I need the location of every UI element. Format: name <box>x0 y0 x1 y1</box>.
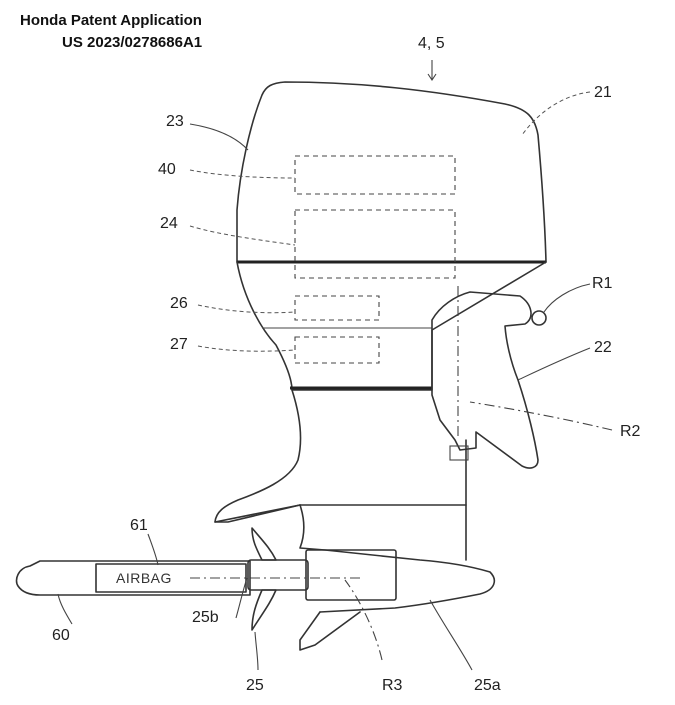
propeller-lower-blade <box>251 589 277 631</box>
leader-25b <box>235 577 248 619</box>
leader-25 <box>254 631 259 671</box>
mid-housing <box>214 389 467 523</box>
leader-21 <box>521 91 591 136</box>
ref-27: 27 <box>170 336 188 353</box>
ref-60: 60 <box>52 627 70 644</box>
propeller-upper-blade <box>251 527 277 561</box>
ref-25a: 25a <box>474 677 501 694</box>
component-24-box <box>294 209 456 279</box>
ref-26: 26 <box>170 295 188 312</box>
anti-ventilation-plate <box>214 504 301 523</box>
component-26-box <box>294 295 380 321</box>
ref-25b: 25b <box>192 609 219 626</box>
lower-cowling <box>236 261 547 391</box>
propeller-hub <box>247 559 309 591</box>
ref-25: 25 <box>246 677 264 694</box>
leader-23 <box>189 123 249 151</box>
ref-40: 40 <box>158 161 176 178</box>
patent-title: Honda Patent Application <box>20 12 202 29</box>
leader-26 <box>197 304 296 314</box>
component-27-box <box>294 336 380 364</box>
leader-27 <box>197 345 296 352</box>
ref-R1: R1 <box>592 275 613 292</box>
leader-R1 <box>543 283 591 313</box>
leader-25a <box>429 599 473 671</box>
propeller-shaft-housing <box>305 549 397 601</box>
ref-61: 61 <box>130 517 148 534</box>
ref-24: 24 <box>160 215 178 232</box>
leader-61 <box>147 533 159 566</box>
airbag-label: AIRBAG <box>116 570 172 586</box>
leader-24 <box>189 225 296 246</box>
leader-60 <box>57 593 73 625</box>
engine-cover <box>236 81 547 263</box>
leader-40 <box>189 169 296 179</box>
leader-4-5-arrowhead <box>427 73 437 81</box>
lower-skeg <box>299 611 361 651</box>
ref-R2: R2 <box>620 423 641 440</box>
ref-23: 23 <box>166 113 184 130</box>
airbag-container <box>95 563 247 593</box>
ref-21: 21 <box>594 84 612 101</box>
leader-R3 <box>344 579 383 661</box>
patent-number: US 2023/0278686A1 <box>62 34 203 51</box>
leader-R2 <box>469 401 613 431</box>
airbag-body <box>15 560 251 596</box>
ref-R3: R3 <box>382 677 403 694</box>
leader-22 <box>517 347 591 381</box>
component-40-box <box>294 155 456 195</box>
ref-22: 22 <box>594 339 612 356</box>
gear-case <box>299 504 496 613</box>
swivel-bracket <box>431 291 539 469</box>
pivot-r1 <box>531 310 547 326</box>
ref-4-5: 4, 5 <box>418 35 445 52</box>
clamp-block <box>449 445 469 461</box>
